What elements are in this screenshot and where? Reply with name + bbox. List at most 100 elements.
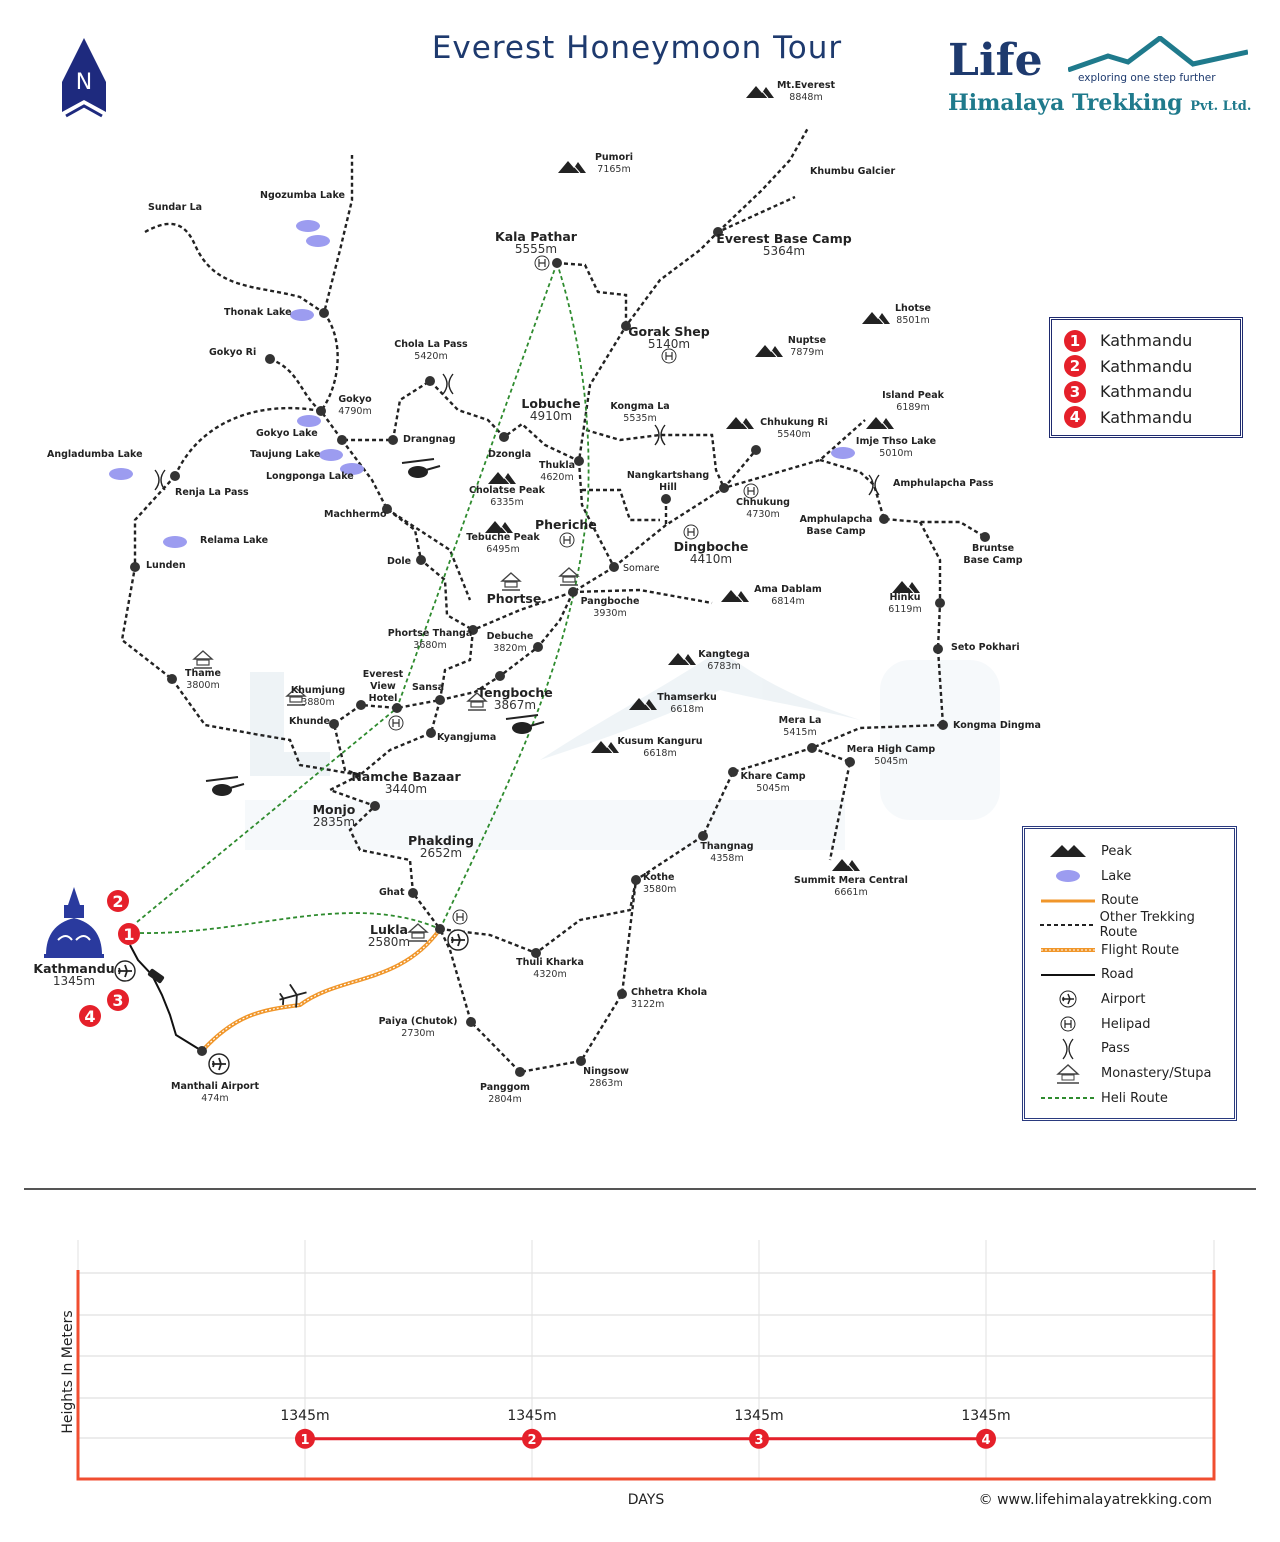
place-label-phortse: Phortse [487,592,542,605]
place-name: Thuli Kharka [516,957,584,968]
place-name: Kothe [643,872,675,883]
chart-frame [76,1270,1216,1481]
waypoint-dot [609,562,619,572]
waypoint-dot [382,504,392,514]
place-label-kyangjuma: Kyangjuma [437,732,496,744]
legend-label: Other Trekking Route [1099,910,1195,941]
day-marker-1: 1 [118,923,140,945]
place-name: Tebuche Peak [466,532,540,543]
helipad-icon [534,255,550,271]
place-label-pheriche: Pheriche [535,518,597,531]
place-name: Paiya (Chutok) [378,1016,458,1027]
place-label-longponga-lake: Longponga Lake [266,471,354,483]
helipad-icon [743,483,759,499]
peak-icon [746,86,774,99]
waypoint-dot [130,562,140,572]
data-point [976,1428,996,1449]
itinerary-place: Kathmandu [1100,407,1193,427]
waypoint-dot [356,700,366,710]
place-name: Thangnag [700,841,754,852]
waypoint-dot [713,227,723,237]
place-elevation: 3800m [186,680,220,691]
place-name: Island Peak [882,390,944,401]
waypoint-dot [319,308,329,318]
place-elevation: 6495m [486,544,520,555]
data-point [295,1428,315,1449]
place-name: Angladumba Lake [47,449,143,460]
place-name: Phakding [408,833,474,848]
place-name: Nuptse [787,335,827,346]
airport-icon [208,1053,230,1075]
day-marker-icon: 4 [1064,406,1086,429]
airport-icon [114,960,136,982]
place-elevation: 5045m [874,756,908,767]
peak-icon [485,521,513,534]
legend-pass-icon [1035,1038,1101,1060]
place-elevation: 5535m [623,413,657,424]
data-point [522,1428,542,1449]
place-name: Dole [387,556,412,567]
place-elevation: 7879m [790,347,824,358]
place-elevation: 4620m [540,472,574,483]
pass-icon [154,469,166,491]
waypoint-dot [751,445,761,455]
logo-name: Himalaya Trekking [948,90,1183,116]
legend-item-pass: Pass [1035,1037,1234,1062]
legend-heli-route-icon [1035,1095,1101,1101]
itinerary-place: Kathmandu [1100,331,1193,351]
place-elevation: 5364m [762,244,806,258]
waypoint-dot [568,587,578,597]
place-name: Pheriche [535,517,597,532]
peak-icon [629,698,657,711]
legend-item-other-trek: Other Trekking Route [1035,910,1234,941]
place-elevation: 6661m [834,887,868,898]
waypoint-dot [370,801,380,811]
day-marker-icon: 3 [1064,380,1086,403]
place-name: Phortse [486,591,542,606]
waypoint-dot [388,435,398,445]
place-label-drangnag: Drangnag [403,434,456,446]
place-name: Mera La [778,715,822,726]
place-label-gokyo-ri: Gokyo Ri [209,347,256,359]
day-marker-3: 3 [107,989,129,1011]
north-label: N [76,70,92,95]
place-name: Seto Pokhari [951,642,1020,653]
waypoint-dot [719,483,729,493]
helicopter-icon [505,714,545,734]
waypoint-dot [435,695,445,705]
place-elevation: 474m [201,1093,229,1104]
place-name: Namche Bazaar [351,769,461,784]
place-name: Thamserku [657,692,717,703]
itinerary-place: Kathmandu [1100,382,1193,402]
legend-item-route: Route [1035,888,1234,913]
waypoint-dot [807,743,817,753]
logo-tagline: exploring one step further [1078,72,1216,84]
place-label-khunde: Khunde [289,716,330,728]
place-name: Cholatse Peak [468,485,546,496]
legend-label: Flight Route [1101,942,1180,958]
place-name: Mt.Everest [776,80,836,91]
place-name: Ghat [379,887,405,898]
place-label-dzongla: Dzongla [488,449,531,461]
place-elevation: 2804m [488,1094,522,1105]
place-elevation: 6814m [771,596,805,607]
monastery-icon [192,650,214,669]
peak-icon [755,345,783,358]
place-name: Mera High Camp [846,744,936,755]
waypoint-dot [329,719,339,729]
place-name: Monjo [312,802,356,817]
waypoint-dot [661,494,671,504]
place-name: Everest View Hotel [362,669,404,704]
place-elevation: 3122m [631,999,665,1010]
copyright-link[interactable]: © www.lifehimalayatrekking.com [979,1492,1212,1508]
company-logo: Life exploring one step further Himalaya… [948,36,1251,120]
